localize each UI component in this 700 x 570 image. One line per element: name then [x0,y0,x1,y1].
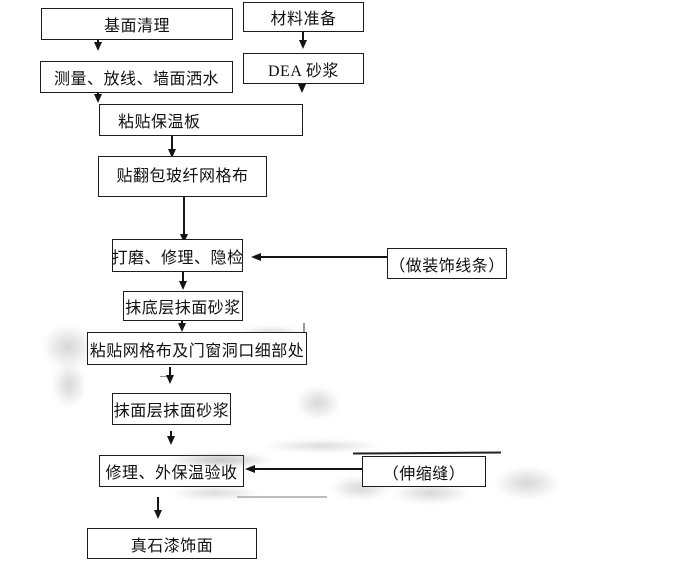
scan-smudge [494,466,560,500]
arrow-finishcoat-to-repair-arrowhead-icon [166,436,175,445]
flow-box-repair-insulation-acceptance: 修理、外保温验收 [99,455,244,487]
flow-box-apply-finish-coat-mortar: 抹面层抹面砂浆 [112,393,231,425]
flow-box-grind-repair-hidden-inspect: 打磨、修理、隐检 [112,239,243,272]
arrow-decor-to-grind-line [260,256,387,258]
arrow-meshdetails-to-finishcoat-arrowhead-icon [165,375,174,384]
flow-box-base-surface-cleaning: 基面清理 [41,8,233,40]
flow-box-paste-mesh-opening-details: 粘贴网格布及门窗洞口细部处 [87,332,307,365]
flow-box-material-preparation: 材料准备 [243,2,364,32]
arrow-measure-to-insulation-line [97,92,99,94]
arrow-mesh-to-grind-arrowhead-icon [179,234,188,243]
expansion-joint-top-line [352,451,502,455]
flow-box-decorative-moulding-note: （做装饰线条） [387,248,507,279]
arrow-repair-to-stonepaint-arrowhead-icon [153,510,162,519]
arrow-decor-to-grind-arrowhead-icon [251,252,261,261]
scan-smudge [296,386,340,420]
arrow-insulation-to-mesh-arrowhead-icon [167,149,176,158]
arrow-joint-to-repair-arrowhead-icon [245,464,255,473]
scan-smudge [52,362,86,408]
arrow-meshdetails-to-finishcoat-line [169,367,171,375]
scan-smudge [170,486,260,500]
arrow-grind-to-basecoat-arrowhead-icon [178,281,187,290]
arrow-joint-to-repair-line [254,468,362,470]
arrow-insulation-to-mesh-line [171,136,173,149]
arrow-material-to-dea-line [302,32,304,40]
flow-box-measure-layout-wall-watering: 测量、放线、墙面洒水 [40,61,233,93]
arrow-mesh-to-grind-line [183,196,185,234]
arrow-dea-to-insulation-arrowhead-icon [297,84,306,93]
flow-box-dea-mortar: DEA 砂浆 [243,53,364,84]
arrow-finishcoat-to-repair-line [170,431,172,436]
flow-box-expansion-joint-note: （伸缩缝） [362,456,486,487]
arrow-repair-to-stonepaint-line [157,497,159,510]
arrow-basecoat-to-meshdetails-line [181,321,183,323]
arrow-basecoat-to-meshdetails-arrowhead-icon [177,323,186,332]
flow-box-paste-wrapped-fiberglass-mesh: 贴翻包玻纤网格布 [98,156,267,197]
arrow-material-to-dea-arrowhead-icon [298,40,307,49]
flow-box-apply-base-coat-mortar: 抹底层抹面砂浆 [123,291,243,321]
flow-box-real-stone-paint-finish: 真石漆饰面 [87,528,257,559]
arrow-measure-to-insulation-arrowhead-icon [93,94,102,103]
arrow-cleaning-to-measure-arrowhead-icon [93,42,102,51]
flow-box-paste-insulation-board: 粘贴保温板 [99,104,303,136]
scan-line-artifact [237,496,327,498]
arrow-grind-to-basecoat-line [182,272,184,281]
scan-line-artifact [303,323,305,332]
scan-smudge [262,440,382,452]
